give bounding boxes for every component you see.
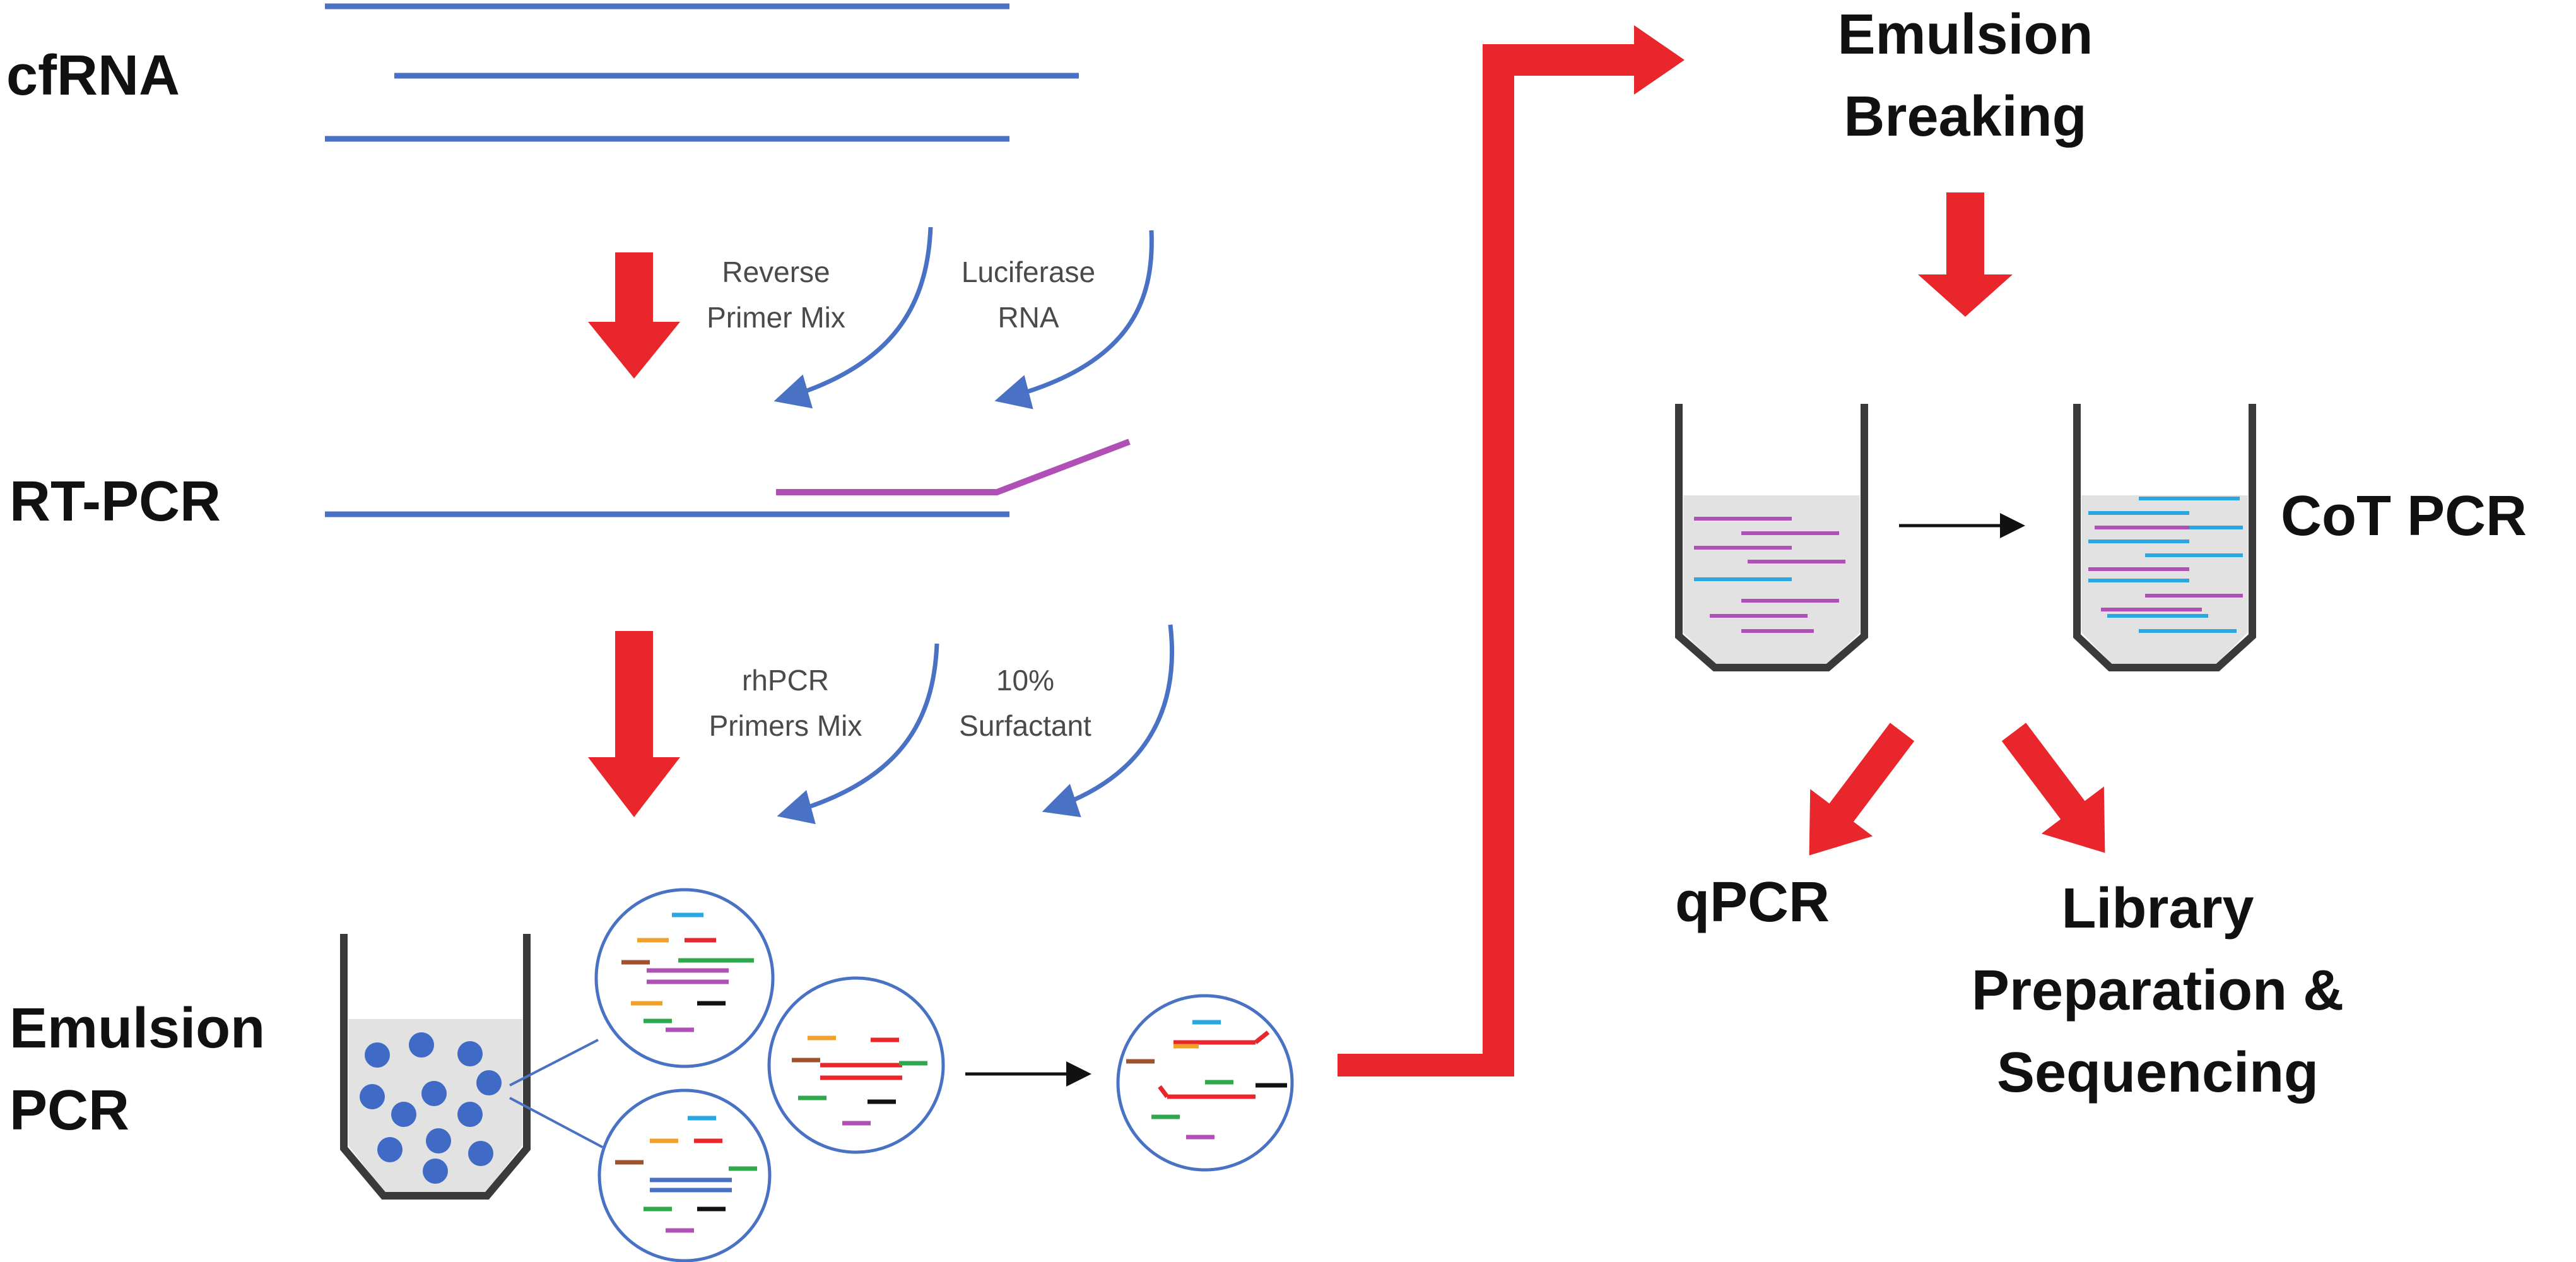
droplet-circle: [767, 976, 945, 1154]
reagent-label-line: Primers Mix: [709, 709, 862, 742]
droplet-icon: [426, 1128, 451, 1153]
reagent-label-line: rhPCR: [741, 664, 830, 697]
process-arrow-icon: [1338, 25, 1685, 1076]
droplet-icon: [457, 1041, 483, 1066]
droplet-icon: [377, 1137, 403, 1162]
stage-label-line: Preparation &: [1971, 959, 2344, 1022]
rtpcr-strand: [325, 439, 1131, 517]
stage-label-line: PCR: [9, 1079, 130, 1142]
droplet-icon: [360, 1084, 385, 1109]
stage-label-emulsion-pcr: Emulsion PCR: [9, 988, 265, 1152]
curved-arrow-icon: [1042, 624, 1174, 818]
droplet-icon: [423, 1159, 448, 1184]
curved-arrow-icon: [773, 227, 933, 409]
curved-arrow-icon: [994, 230, 1154, 410]
stage-label-line: Emulsion: [1837, 3, 2093, 66]
droplet-icon: [468, 1141, 493, 1166]
process-arrow-icon: [1809, 722, 1915, 856]
tube-icon: [1675, 404, 1868, 671]
cfrna-strands: [325, 3, 1079, 142]
stage-label-rtpcr: RT-PCR: [9, 470, 221, 533]
droplet-icon: [457, 1102, 483, 1127]
droplet-circle: [1116, 994, 1294, 1172]
reagent-label-line: Luciferase: [961, 256, 1096, 288]
reagent-label-rhpcr-primers: rhPCR Primers Mix: [669, 658, 902, 748]
process-arrow-icon: [588, 631, 680, 817]
reagent-label-surfactant: 10% Surfactant: [921, 658, 1129, 748]
droplet-icon: [421, 1081, 447, 1106]
droplets: [360, 1032, 502, 1184]
stage-label-line: Library: [2061, 877, 2254, 940]
process-arrow-icon: [588, 252, 680, 379]
tube-icon: [2073, 404, 2256, 671]
droplet-circle: [597, 1088, 772, 1262]
reagent-label-line: Surfactant: [959, 709, 1091, 742]
droplet-icon: [409, 1032, 434, 1058]
stage-label-library: Library Preparation & Sequencing: [1931, 868, 2385, 1114]
droplet-circle: [594, 888, 775, 1068]
reagent-label-luciferase: Luciferase RNA: [927, 249, 1129, 340]
stage-label-emulsion-breaking: Emulsion Breaking: [1785, 0, 2145, 158]
reagent-label-line: RNA: [997, 301, 1059, 334]
process-arrow-icon: [2001, 722, 2105, 853]
curved-arrow-icon: [777, 643, 939, 825]
reagent-label-line: Reverse: [722, 256, 830, 288]
reagent-label-reverse-primer: Reverse Primer Mix: [662, 249, 890, 340]
stage-label-line: Breaking: [1844, 85, 2087, 148]
zoom-connector: [509, 1039, 599, 1087]
droplet-icon: [476, 1070, 502, 1095]
reagent-label-line: 10%: [996, 664, 1055, 697]
stage-label-qpcr: qPCR: [1675, 871, 1830, 934]
process-arrow-icon: [1918, 192, 2013, 317]
stage-label-cfrna: cfRNA: [6, 44, 180, 107]
stage-label-cot-pcr: CoT PCR: [2281, 485, 2527, 548]
zoom-connector: [509, 1097, 603, 1148]
droplet-icon: [391, 1102, 416, 1127]
stage-label-line: Emulsion: [9, 997, 266, 1060]
droplet-icon: [365, 1042, 390, 1068]
reagent-label-line: Primer Mix: [707, 301, 845, 334]
stage-label-line: Sequencing: [1996, 1041, 2319, 1104]
